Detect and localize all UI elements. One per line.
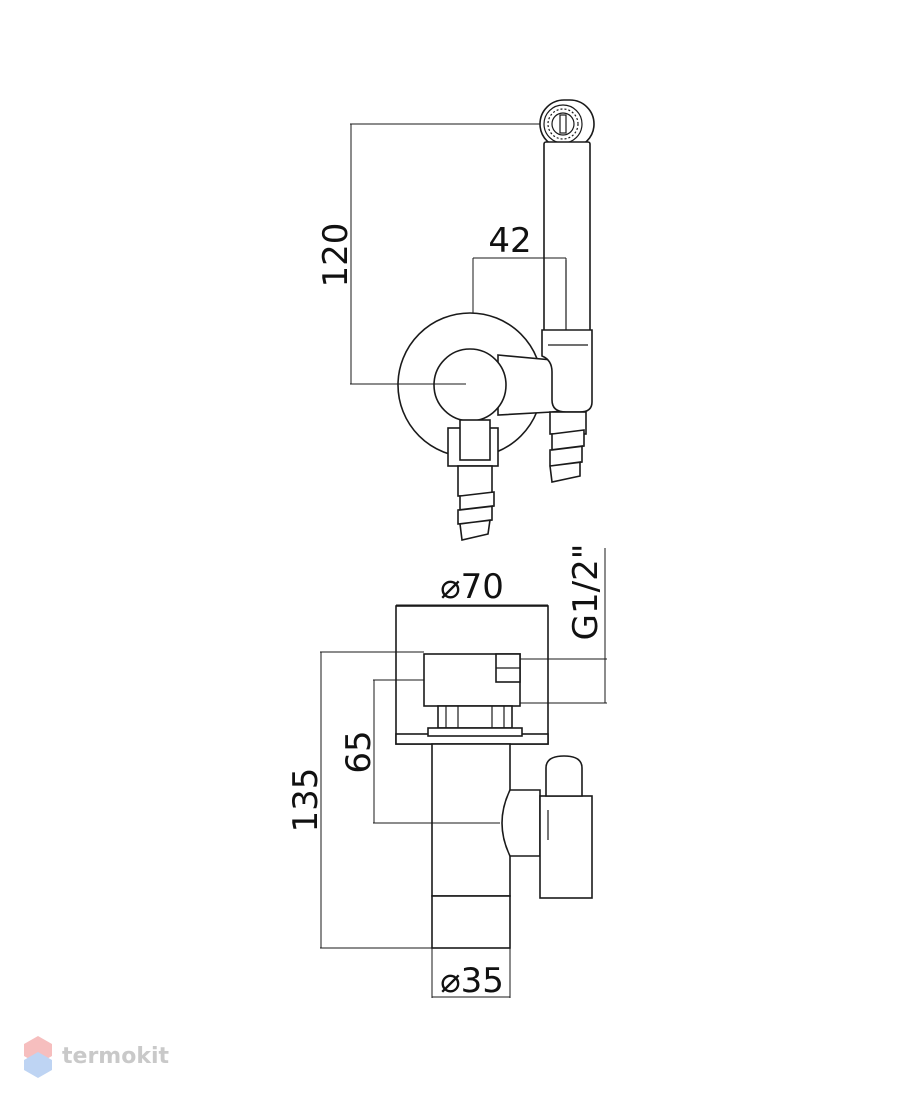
inlet-stem: [459, 419, 491, 461]
valve-inlet: [431, 895, 511, 949]
inlet-body: [457, 465, 493, 497]
dimension-65: 65: [339, 679, 500, 824]
inlet-coils: [457, 491, 495, 541]
dim-thread-label: G1/2": [566, 544, 606, 641]
hose-right: [549, 411, 587, 483]
inlet-connector: [447, 419, 499, 541]
watermark: termokit: [24, 1036, 169, 1078]
dim-65-label: 65: [339, 730, 379, 773]
holder-clamp: [541, 329, 593, 413]
spray-face-slot: [559, 114, 567, 134]
logo-bottom-hexagon: [24, 1052, 52, 1078]
dim-42-label: 42: [488, 221, 531, 261]
top-view: 120 42: [316, 99, 595, 541]
dim-70-label: ⌀70: [440, 567, 504, 607]
dimension-35: ⌀35: [431, 948, 511, 1001]
lever-cap: [545, 755, 583, 797]
dimension-70: ⌀70: [396, 567, 548, 607]
hand-shower: [539, 99, 595, 339]
watermark-text: termokit: [62, 1044, 169, 1069]
hose-right-coils: [549, 429, 585, 483]
dim-135-label: 135: [286, 768, 326, 833]
valve-knob: [433, 348, 507, 422]
shower-head: [539, 99, 595, 149]
dim-120-label: 120: [316, 223, 356, 288]
spray-face-inner: [551, 112, 575, 136]
dimension-thread: G1/2": [520, 544, 607, 704]
side-view: ⌀70 G1/2" 65 135 ⌀35: [286, 544, 607, 1001]
nut-washer: [427, 727, 523, 737]
hex-nut: [437, 705, 513, 729]
dimension-135: 135: [286, 651, 432, 949]
valve-body: [431, 743, 511, 897]
shower-handle: [543, 141, 591, 339]
dimension-120: 120: [316, 123, 540, 385]
dimension-42: 42: [472, 221, 567, 313]
spray-nozzles: [547, 108, 579, 140]
dim-35-label: ⌀35: [440, 961, 504, 1001]
termokit-logo-icon: [24, 1036, 52, 1078]
lever-hub: [501, 789, 541, 857]
